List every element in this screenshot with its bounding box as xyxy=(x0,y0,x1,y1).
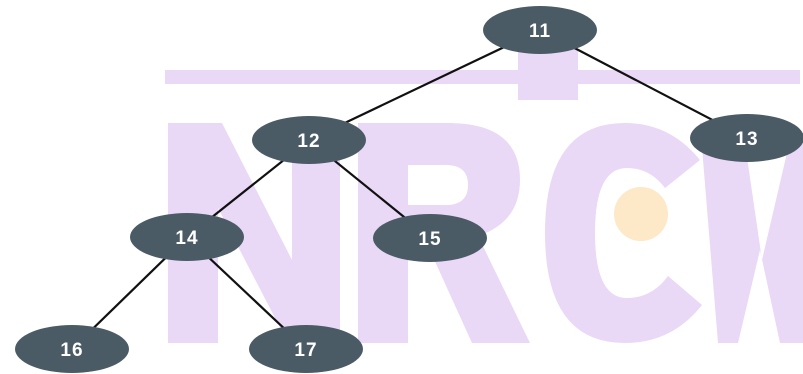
tree-node-label: 15 xyxy=(418,229,441,250)
tree-node-shape xyxy=(249,325,363,373)
tree-edge-11-12 xyxy=(307,28,542,142)
tree-node-15: 15 xyxy=(373,214,487,262)
tree-node-shape xyxy=(373,214,487,262)
tree-node-17: 17 xyxy=(249,325,363,373)
tree-node-12: 12 xyxy=(252,116,366,164)
nrcm-watermark-logo xyxy=(165,30,803,343)
tree-node-label: 16 xyxy=(60,340,83,361)
tree-node-label: 12 xyxy=(297,131,320,152)
tree-node-shape xyxy=(252,116,366,164)
tree-node-14: 14 xyxy=(130,213,244,261)
tree-node-11: 11 xyxy=(483,6,597,54)
tree-node-16: 16 xyxy=(15,325,129,373)
tree-node-13: 13 xyxy=(690,114,803,162)
tree-nodes: 11 12 13 14 15 16 17 xyxy=(15,6,803,373)
tree-node-label: 11 xyxy=(529,21,551,42)
tree-node-label: 13 xyxy=(735,129,758,150)
tree-node-shape xyxy=(130,213,244,261)
tree-node-label: 14 xyxy=(175,228,198,249)
tree-node-shape xyxy=(15,325,129,373)
tree-node-shape xyxy=(483,6,597,54)
tree-node-shape xyxy=(690,114,803,162)
tree-node-label: 17 xyxy=(294,340,317,361)
